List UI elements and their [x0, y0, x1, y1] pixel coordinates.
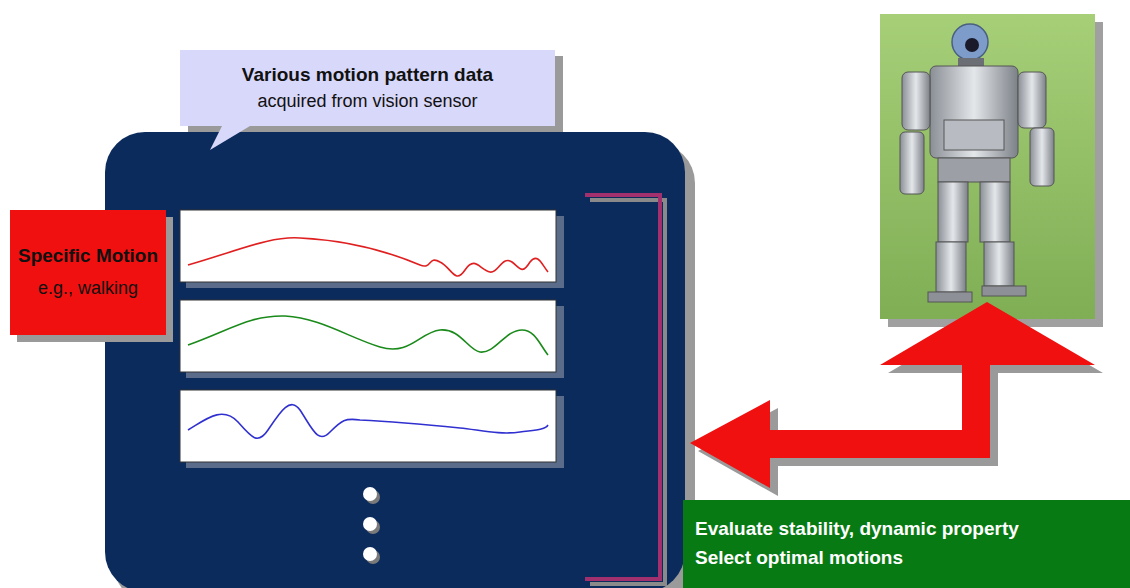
- callout-shape: [180, 50, 555, 150]
- bracket-shadow: [590, 200, 665, 584]
- ellipsis-dots: [363, 487, 380, 564]
- motion-box: Specific Motion e.g., walking: [10, 210, 166, 335]
- robot-photo: [880, 14, 1103, 327]
- red-arrow: [690, 302, 1095, 488]
- body-text: Select optimal motions: [695, 547, 903, 570]
- heading-text: Evaluate stability, dynamic property: [695, 518, 1019, 541]
- heading-text: Various motion pattern data: [242, 64, 493, 87]
- data-panel: [105, 132, 685, 588]
- callout-box: Various motion pattern data acquired from…: [180, 50, 555, 126]
- plot-boxes: [180, 210, 564, 468]
- evaluation-box: Evaluate stability, dynamic propertySele…: [683, 500, 1130, 588]
- body-text: e.g., walking: [38, 278, 138, 300]
- body-text: acquired from vision sensor: [257, 91, 477, 113]
- heading-text: Specific Motion: [18, 245, 158, 268]
- bracket: [585, 195, 660, 579]
